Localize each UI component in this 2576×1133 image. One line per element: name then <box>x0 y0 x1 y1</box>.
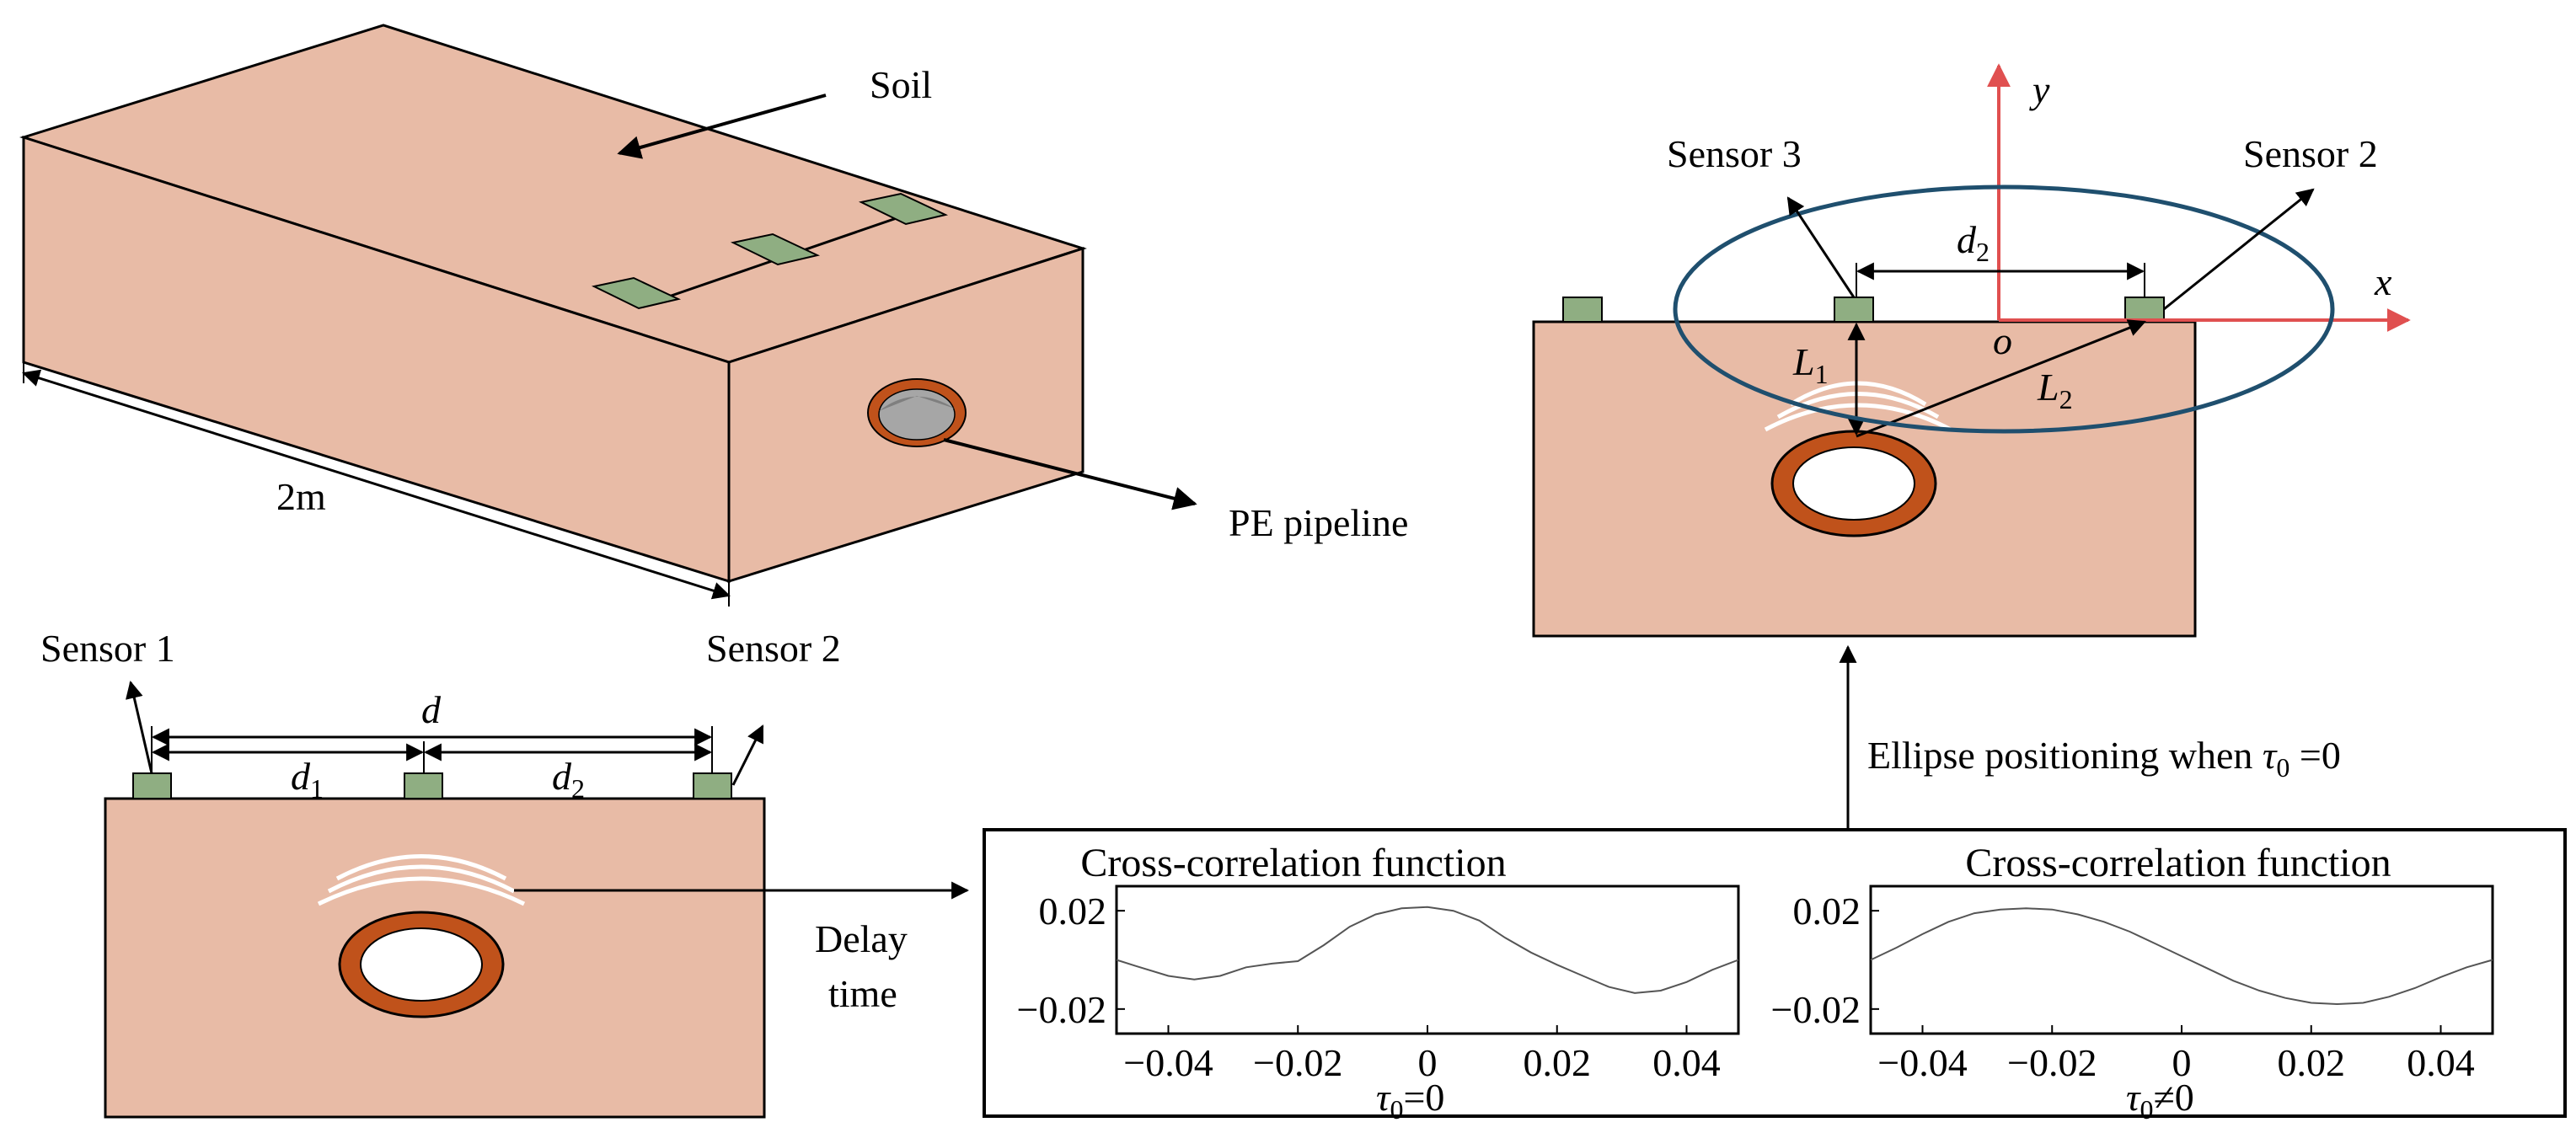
d2-label-bl: d2 <box>552 755 585 804</box>
soil-box-3d: Soil 2m PE pipeline <box>19 24 1408 607</box>
y-tick-label: 0.02 <box>1793 890 1861 933</box>
tr-sensor-3 <box>1834 297 1874 323</box>
x-tick-label: −0.04 <box>1877 1041 1967 1084</box>
sensor2-pointer-tr <box>2163 188 2315 311</box>
x-axis-label: x <box>2374 260 2392 303</box>
pipeline-label: PE pipeline <box>1229 501 1408 544</box>
sensor1-pointer <box>126 680 153 774</box>
positioning-ellipse <box>1673 184 2335 434</box>
y-tick-label: 0.02 <box>1039 890 1107 933</box>
chart-2-xlabel: τ0≠0 <box>2126 1076 2194 1125</box>
top-sensor-3 <box>858 192 949 226</box>
x-tick-label: 0.04 <box>1652 1041 1721 1084</box>
sensor1-label: Sensor 1 <box>40 627 175 670</box>
origin-label: o <box>1993 319 2012 362</box>
pipe-opening-3d <box>867 378 967 447</box>
top-sensor-1 <box>591 276 682 310</box>
sensor2-label-bl: Sensor 2 <box>706 627 841 670</box>
chart-2-title: Cross-correlation function <box>1965 841 2391 885</box>
bottom-sensor-1 <box>132 772 172 799</box>
x-tick-label: 0 <box>2172 1041 2192 1084</box>
x-tick-label: 0.02 <box>1524 1041 1592 1084</box>
chart-1-series-line <box>1116 906 1739 994</box>
chart-2: Cross-correlation function −0.04 −0.02 0 0.… <box>1771 841 2494 1125</box>
sensor3-pointer <box>1786 196 1856 298</box>
bottom-sensor-2 <box>693 772 732 799</box>
y-axis-label: y <box>2029 68 2050 111</box>
sensor3-label: Sensor 3 <box>1667 132 1802 175</box>
sensor2-label-tr: Sensor 2 <box>2243 132 2378 175</box>
length-label: 2m <box>276 475 326 518</box>
chart-panel: Cross-correlation function −0.04 −0.02 0 0.… <box>983 828 2567 1125</box>
x-tick-label: 0.04 <box>2407 1041 2475 1084</box>
x-tick-label: −0.02 <box>2007 1041 2097 1084</box>
delay-label-line2: time <box>828 972 897 1015</box>
bottom-sensor-middle <box>404 772 443 799</box>
d2-label-tr: d2 <box>1957 218 1990 267</box>
top-sensor-2 <box>730 232 821 266</box>
chart-panel-frame <box>983 828 2567 1118</box>
x-tick-label: 0 <box>1418 1041 1438 1084</box>
ellipse-caption: Ellipse positioning when τ0 =0 <box>1867 734 2341 783</box>
chart-1-plot-area <box>1115 884 1740 1035</box>
chart-2-plot-area <box>1869 884 2494 1035</box>
sensor2-pointer-bl <box>731 724 764 786</box>
soil-arrow <box>617 94 827 159</box>
pipeline-arrow <box>943 438 1197 510</box>
d1-label: d1 <box>291 755 324 804</box>
chart-1: Cross-correlation function −0.04 −0.02 0 0.… <box>1017 841 1740 1125</box>
tr-sensor-2 <box>2124 297 2165 323</box>
top-right-section: y x o L1 L2 d2 Sensor 3 Sensor 2 Ellipse <box>1532 63 2411 830</box>
chart-2-series-line <box>1870 907 2493 1006</box>
chart-1-title: Cross-correlation function <box>1080 841 1506 885</box>
chart-2-ticks: −0.04 −0.02 0 0.02 0.04 0.02 −0.02 <box>1771 890 2475 1084</box>
tr-sensor-left <box>1562 297 1603 323</box>
y-tick-label: −0.02 <box>1771 988 1861 1031</box>
leak-waves-bl <box>317 854 526 906</box>
x-tick-label: 0.02 <box>2278 1041 2346 1084</box>
soil-label: Soil <box>870 63 932 106</box>
x-tick-label: −0.02 <box>1253 1041 1342 1084</box>
L2-label: L2 <box>2037 366 2073 414</box>
chart-1-xlabel: τ0=0 <box>1376 1076 1444 1125</box>
bottom-left-section: Sensor 1 Sensor 2 d d1 d2 Delay time <box>40 627 970 1119</box>
L2-line <box>1856 319 2146 438</box>
delay-label-line1: Delay <box>815 917 908 960</box>
length-dimension-line <box>21 369 731 600</box>
y-tick-label: −0.02 <box>1017 988 1106 1031</box>
L1-label: L1 <box>1792 340 1829 389</box>
d-label: d <box>421 688 442 731</box>
chart-1-ticks: −0.04 −0.02 0 0.02 0.04 0.02 −0.02 <box>1017 890 1721 1084</box>
top-sensor-strip <box>591 192 949 310</box>
x-tick-label: −0.04 <box>1123 1041 1213 1084</box>
